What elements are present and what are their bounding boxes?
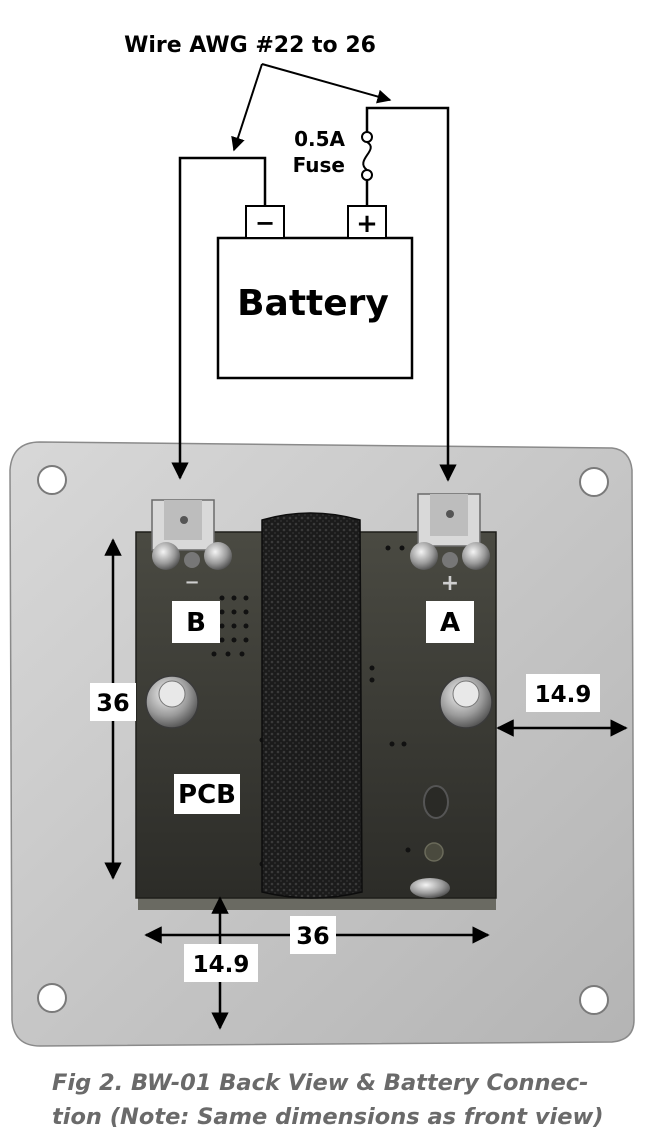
pcb-label: PCB	[174, 774, 240, 814]
terminal-b-label: B	[172, 601, 220, 643]
svg-text:14.9: 14.9	[535, 682, 592, 708]
right-offset-dimension: 14.9	[496, 674, 628, 737]
figure-caption: Fig 2. BW-01 Back View & Battery Connec-…	[52, 1066, 652, 1134]
battery: Battery	[216, 236, 414, 380]
mounting-hole-top-left	[37, 465, 67, 495]
svg-text:B: B	[186, 608, 206, 638]
bottom-offset-dimension: 14.9	[184, 896, 258, 1030]
fuse-rating: 0.5A	[294, 127, 345, 151]
svg-text:36: 36	[96, 689, 129, 717]
led-component	[423, 785, 449, 819]
caption-line-1: Fig 2. BW-01 Back View & Battery Connec-	[52, 1070, 589, 1096]
fuse-label: Fuse	[293, 153, 345, 177]
caption-line-2: tion (Note: Same dimensions as front vie…	[52, 1104, 604, 1130]
width-dimension: 36	[144, 916, 490, 954]
wire-label-leaders	[231, 63, 392, 152]
left-mounting-bolt	[145, 675, 199, 729]
velcro-strip	[261, 512, 363, 899]
svg-text:−: −	[255, 209, 275, 237]
mounting-hole-top-right	[579, 467, 609, 497]
positive-wire	[365, 106, 457, 482]
svg-text:36: 36	[296, 922, 329, 950]
wire-gauge-label: Wire AWG #22 to 26	[124, 33, 376, 58]
terminal-b-connector	[151, 499, 232, 570]
battery-positive-terminal: +	[347, 205, 387, 239]
right-mounting-bolt	[439, 675, 493, 729]
bottom-nut	[410, 878, 450, 898]
fuse-symbol	[361, 131, 373, 181]
battery-label: Battery	[237, 283, 389, 324]
battery-negative-terminal: −	[245, 205, 285, 239]
mounting-hole-bottom-left	[37, 983, 67, 1013]
height-dimension: 36	[90, 538, 136, 880]
svg-text:A: A	[440, 608, 460, 638]
svg-text:PCB: PCB	[178, 780, 236, 810]
mounting-hole-bottom-right	[579, 985, 609, 1015]
terminal-a-label: A	[426, 601, 474, 643]
terminal-a-connector	[410, 493, 490, 570]
small-component	[424, 842, 444, 862]
svg-text:14.9: 14.9	[193, 952, 250, 978]
board-positive-mark: +	[441, 571, 459, 596]
svg-text:+: +	[356, 209, 378, 239]
pcb-vias	[211, 545, 411, 867]
negative-wire	[171, 156, 267, 480]
board-negative-mark: −	[184, 572, 199, 593]
